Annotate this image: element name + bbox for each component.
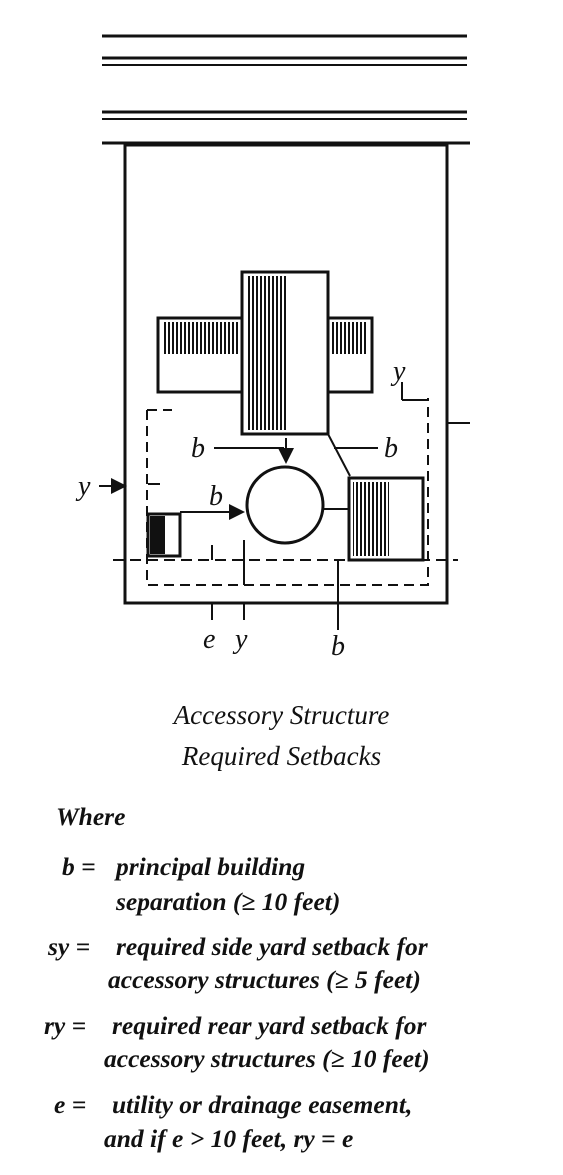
accessory-structure-round — [245, 465, 325, 545]
label-y-bottom: y — [232, 624, 248, 655]
legend-key-b: b = — [62, 852, 96, 881]
legend-b-line2: separation (≥ 10 feet) — [116, 887, 341, 916]
label-b-right: b — [384, 433, 398, 464]
principal-building — [156, 270, 374, 436]
dimension-lines — [99, 382, 470, 630]
legend-key-ry: ry = — [44, 1011, 87, 1040]
legend-e-line2: and if e > 10 feet, ry = e — [104, 1124, 354, 1153]
accessory-structure-right — [347, 476, 425, 562]
label-b-left: b — [191, 433, 205, 464]
legend-key-sy: sy = — [48, 932, 91, 961]
lot-boundary — [123, 143, 449, 605]
legend-key-e: e = — [54, 1090, 87, 1119]
legend-sy-line1: required side yard setback for — [116, 932, 428, 961]
legend-e-line1: utility or drainage easement, — [112, 1090, 413, 1119]
legend-ry-line1: required rear yard setback for — [112, 1011, 427, 1040]
caption-title: Accessory Structure — [173, 700, 390, 730]
accessory-setback-outline — [146, 398, 429, 586]
caption-subtitle: Required Setbacks — [181, 741, 382, 771]
accessory-structure-left — [146, 512, 182, 558]
legend-sy-line2: accessory structures (≥ 5 feet) — [108, 965, 421, 994]
setback-diagram: b b b b y y e y — [75, 34, 470, 662]
legend-ry-line2: accessory structures (≥ 10 feet) — [104, 1044, 430, 1073]
label-b-bottom: b — [331, 631, 345, 662]
legend-intro: Where — [56, 802, 126, 831]
label-b-center: b — [209, 481, 223, 512]
street-lines — [102, 34, 470, 145]
legend-b-line1: principal building — [116, 852, 306, 881]
label-y-left: y — [75, 471, 91, 502]
label-e-bottom: e — [203, 624, 215, 655]
label-y-right: y — [390, 356, 406, 387]
